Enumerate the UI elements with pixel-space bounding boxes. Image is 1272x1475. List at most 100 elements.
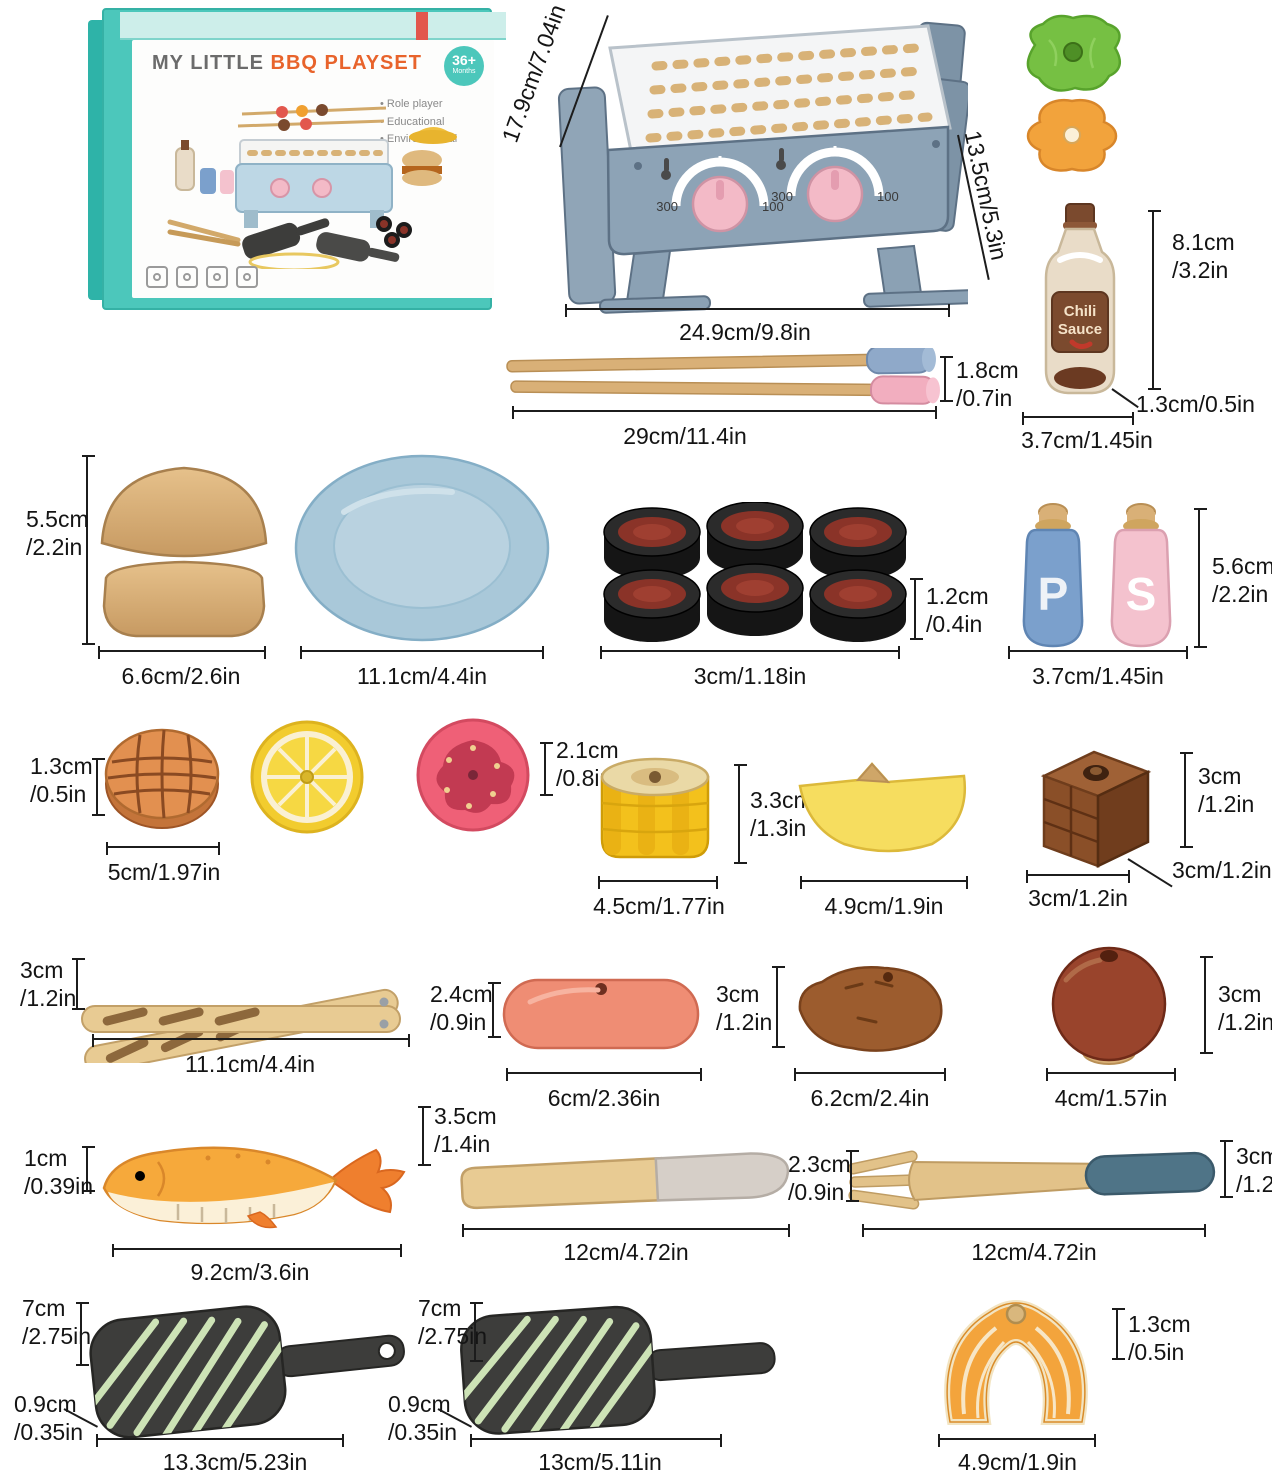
- dim-line: [82, 1146, 95, 1192]
- lettuce-art: [1026, 14, 1122, 92]
- lemon-slice-art: [250, 720, 364, 834]
- dim-line: [300, 646, 544, 659]
- plate-width-dim: 11.1cm/4.4in: [357, 663, 487, 689]
- sweet-potato-width-dim: 6.2cm/2.4in: [810, 1085, 930, 1111]
- skewers-art: [506, 348, 940, 405]
- salmon-steak-art: [944, 1300, 1088, 1425]
- box-body: MY LITTLE BBQ PLAYSET 36+ Months Role pl…: [102, 8, 506, 310]
- dim-line: [98, 646, 266, 659]
- pan1-width-dim: 13.3cm/5.23in: [162, 1449, 308, 1475]
- pepper-letter: P: [1038, 568, 1069, 620]
- dim-line: [462, 1224, 790, 1237]
- sauce-width-dim: 3.7cm/1.45in: [1021, 427, 1153, 453]
- dim-line: [938, 1434, 1096, 1447]
- sauce-neck-dim: 1.3cm/0.5in: [1136, 391, 1255, 417]
- dim-line: [82, 455, 95, 645]
- safety-icon: [206, 266, 228, 288]
- tongs-width-dim: 11.1cm/4.4in: [185, 1051, 315, 1077]
- onion-height-dim: 3cm /1.2in: [1218, 981, 1272, 1036]
- age-badge-number: 36+: [452, 52, 476, 68]
- grill-knob-left: 300 100: [656, 156, 784, 233]
- knife-art: [460, 1152, 790, 1210]
- dim-line: [418, 1106, 431, 1166]
- tongs-height-dim: 3cm /1.2in: [20, 957, 77, 1012]
- sausage-art: [502, 978, 700, 1050]
- knob-scale-min: 300: [656, 199, 678, 214]
- plate-art: [294, 454, 550, 642]
- salmon-height-dim: 1.3cm /0.5in: [1128, 1311, 1191, 1366]
- safety-icon: [236, 266, 258, 288]
- dim-line: [1026, 870, 1130, 883]
- box-top-strip: [120, 12, 506, 40]
- age-badge: 36+ Months: [444, 46, 484, 86]
- charcoal-height-dim: 1.2cm /0.4in: [926, 583, 989, 638]
- dim-line: [940, 356, 953, 402]
- fish-height-dim: 3.5cm /1.4in: [434, 1103, 497, 1158]
- dim-line: [506, 1068, 702, 1081]
- dim-line: [76, 1302, 89, 1366]
- box-side-panel: [88, 20, 104, 300]
- salmon-width-dim: 4.9cm/1.9in: [958, 1449, 1077, 1475]
- fish-art: [102, 1146, 406, 1229]
- tongs-art: [81, 988, 401, 1063]
- flower-bread-art: [1026, 98, 1118, 172]
- grill-left-wing: [557, 86, 617, 305]
- grill-pan-2-art: [459, 1305, 776, 1436]
- dim-line: [1046, 1068, 1176, 1081]
- bun-art: [100, 466, 268, 638]
- onion-art: [1051, 946, 1167, 1065]
- dim-line: [600, 646, 900, 659]
- shaker-width-dim: 3.7cm/1.45in: [1032, 663, 1164, 689]
- box-red-tab: [416, 12, 428, 40]
- pan2-width-dim: 13cm/5.11in: [538, 1449, 662, 1475]
- tomato-slice-art: [416, 718, 530, 832]
- dim-line: [470, 1434, 722, 1447]
- grill-knob-right: 300 100: [771, 146, 899, 223]
- chocolate-cube-art: [1040, 750, 1152, 868]
- dim-line: [106, 842, 220, 855]
- skewer-length-dim: 29cm/11.4in: [623, 423, 747, 449]
- box-title-text: MY LITTLE: [152, 52, 264, 74]
- patty-height-dim: 1.3cm /0.5in: [30, 753, 93, 808]
- shakers-art: P S: [1022, 503, 1172, 648]
- grill-width-dim: 24.9cm/9.8in: [679, 319, 811, 345]
- dim-line: [488, 982, 501, 1038]
- box-title: MY LITTLE BBQ PLAYSET: [152, 52, 422, 75]
- knife-width-dim: 12cm/4.72in: [563, 1239, 689, 1265]
- dim-line: [800, 876, 968, 889]
- knob-scale-max: 100: [762, 199, 784, 214]
- box-title-accent: BBQ PLAYSET: [270, 52, 422, 74]
- dim-line: [862, 1224, 1206, 1237]
- box-feature-item: Role player: [380, 96, 488, 114]
- shaker-height-dim: 5.6cm /2.2in: [1212, 553, 1272, 608]
- corn-art: [600, 757, 710, 859]
- dim-line: [92, 1034, 410, 1047]
- corn-width-dim: 4.5cm/1.77in: [593, 893, 725, 919]
- safety-icon: [176, 266, 198, 288]
- knob-scale-max: 100: [877, 189, 899, 204]
- dim-line: [92, 758, 105, 816]
- dim-line: [1220, 1140, 1233, 1198]
- dim-line: [72, 958, 85, 1010]
- dim-line: [1008, 646, 1188, 659]
- grill-pan-1-art: [87, 1305, 405, 1440]
- pan1-thickness-dim: 0.9cm /0.35in: [14, 1391, 84, 1446]
- product-box: MY LITTLE BBQ PLAYSET 36+ Months Role pl…: [88, 8, 506, 310]
- dim-line: [1194, 508, 1207, 648]
- knob-scale-min: 300: [771, 189, 793, 204]
- dim-line: [512, 406, 937, 419]
- sweet-potato-height-dim: 3cm /1.2in: [716, 981, 773, 1036]
- dim-line: [540, 742, 553, 796]
- dim-line: [846, 1150, 859, 1202]
- bun-width-dim: 6.6cm/2.6in: [121, 663, 241, 689]
- dim-line: [1022, 412, 1134, 425]
- corn-height-dim: 3.3cm /1.3in: [750, 787, 813, 842]
- dim-line: [1148, 210, 1161, 390]
- dim-line: [470, 1302, 483, 1362]
- patty-width-dim: 5cm/1.97in: [107, 859, 221, 885]
- sauce-label-line2: Sauce: [1058, 321, 1102, 338]
- charcoal-width-dim: 3cm/1.18in: [693, 663, 807, 689]
- fish-tail-dim: 1cm /0.39in: [24, 1145, 94, 1200]
- pan2-thickness-dim: 0.9cm /0.35in: [388, 1391, 458, 1446]
